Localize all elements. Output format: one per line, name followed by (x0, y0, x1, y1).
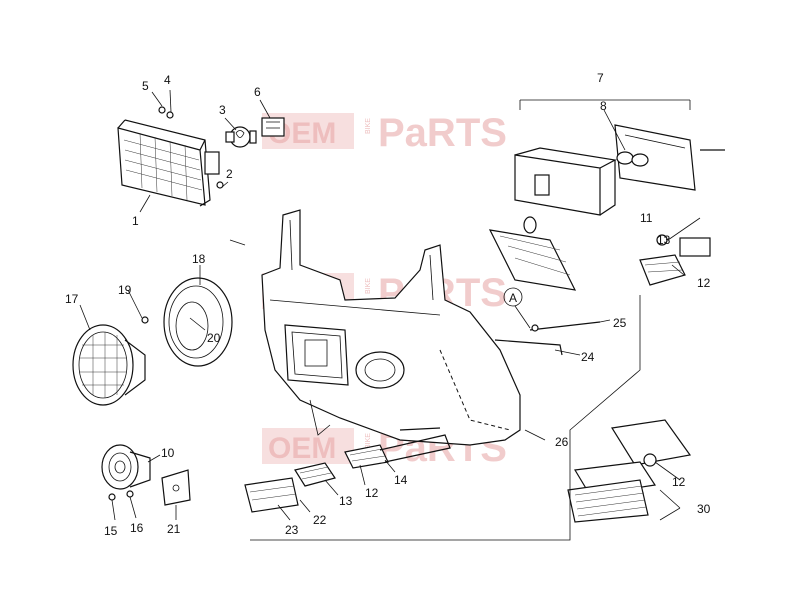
front-indicator-right (344, 444, 389, 469)
callout-13-front: 13 (339, 494, 353, 508)
bulb-connector (261, 117, 285, 137)
border-lines (229, 239, 641, 541)
callout-13-indicator: 13 (657, 233, 671, 247)
callout-20: 20 (207, 331, 221, 345)
horn-bracket (161, 469, 191, 506)
callout-10: 10 (161, 446, 175, 460)
svg-text:BIKE: BIKE (365, 433, 372, 449)
round-headlight (72, 324, 146, 406)
svg-text:BIKE: BIKE (365, 278, 372, 294)
callout-19: 19 (118, 283, 132, 297)
screws-headlight (158, 106, 224, 189)
callout-labels: 1 2 3 4 5 6 7 8 10 11 12 12 12 13 13 14 … (65, 71, 711, 538)
washer-16 (126, 490, 134, 498)
callout-5: 5 (142, 79, 149, 93)
callout-17: 17 (65, 292, 79, 306)
front-indicator-left (294, 462, 336, 487)
callout-12-front: 12 (365, 486, 379, 500)
callout-12-rear: 12 (672, 475, 686, 489)
callout-24: 24 (581, 350, 595, 364)
headlight-rim (163, 277, 233, 367)
nut-15 (108, 493, 116, 501)
watermark-top: OEM BIKE PaRTS (262, 111, 507, 155)
callout-3: 3 (219, 103, 226, 117)
screw-19 (141, 316, 149, 324)
callout-12-indicator: 12 (697, 276, 711, 290)
callout-30: 30 (697, 502, 711, 516)
svg-text:BIKE: BIKE (365, 118, 372, 134)
callout-4: 4 (164, 73, 171, 87)
rear-lamp-30 (567, 419, 692, 523)
callout-22: 22 (313, 513, 327, 527)
callout-21: 21 (167, 522, 181, 536)
callout-15: 15 (104, 524, 118, 538)
headlight-rectangular (117, 119, 220, 207)
callout-8: 8 (600, 99, 607, 113)
callout-2: 2 (226, 167, 233, 181)
svg-text:PaRTS: PaRTS (378, 111, 507, 155)
callout-11: 11 (640, 211, 653, 225)
callout-1: 1 (132, 214, 139, 228)
callout-18: 18 (192, 252, 206, 266)
callout-16: 16 (130, 521, 144, 535)
headlight-bulb (225, 126, 257, 148)
front-fairing (261, 209, 521, 446)
horn (101, 444, 151, 490)
callout-26: 26 (555, 435, 569, 449)
callout-A: A (509, 291, 517, 305)
svg-text:OEM: OEM (268, 432, 336, 465)
callout-A-circle (503, 287, 523, 307)
callout-23: 23 (285, 523, 299, 537)
callout-7: 7 (597, 71, 604, 85)
plate-bracket (488, 216, 577, 291)
leader-lines (79, 89, 701, 521)
mirror-frame (379, 427, 451, 463)
callout-14: 14 (394, 473, 408, 487)
callout-6: 6 (254, 85, 261, 99)
callout-25: 25 (613, 316, 627, 330)
side-reflector (244, 477, 299, 513)
tail-light-assembly (514, 99, 725, 216)
rear-indicator (639, 234, 711, 286)
